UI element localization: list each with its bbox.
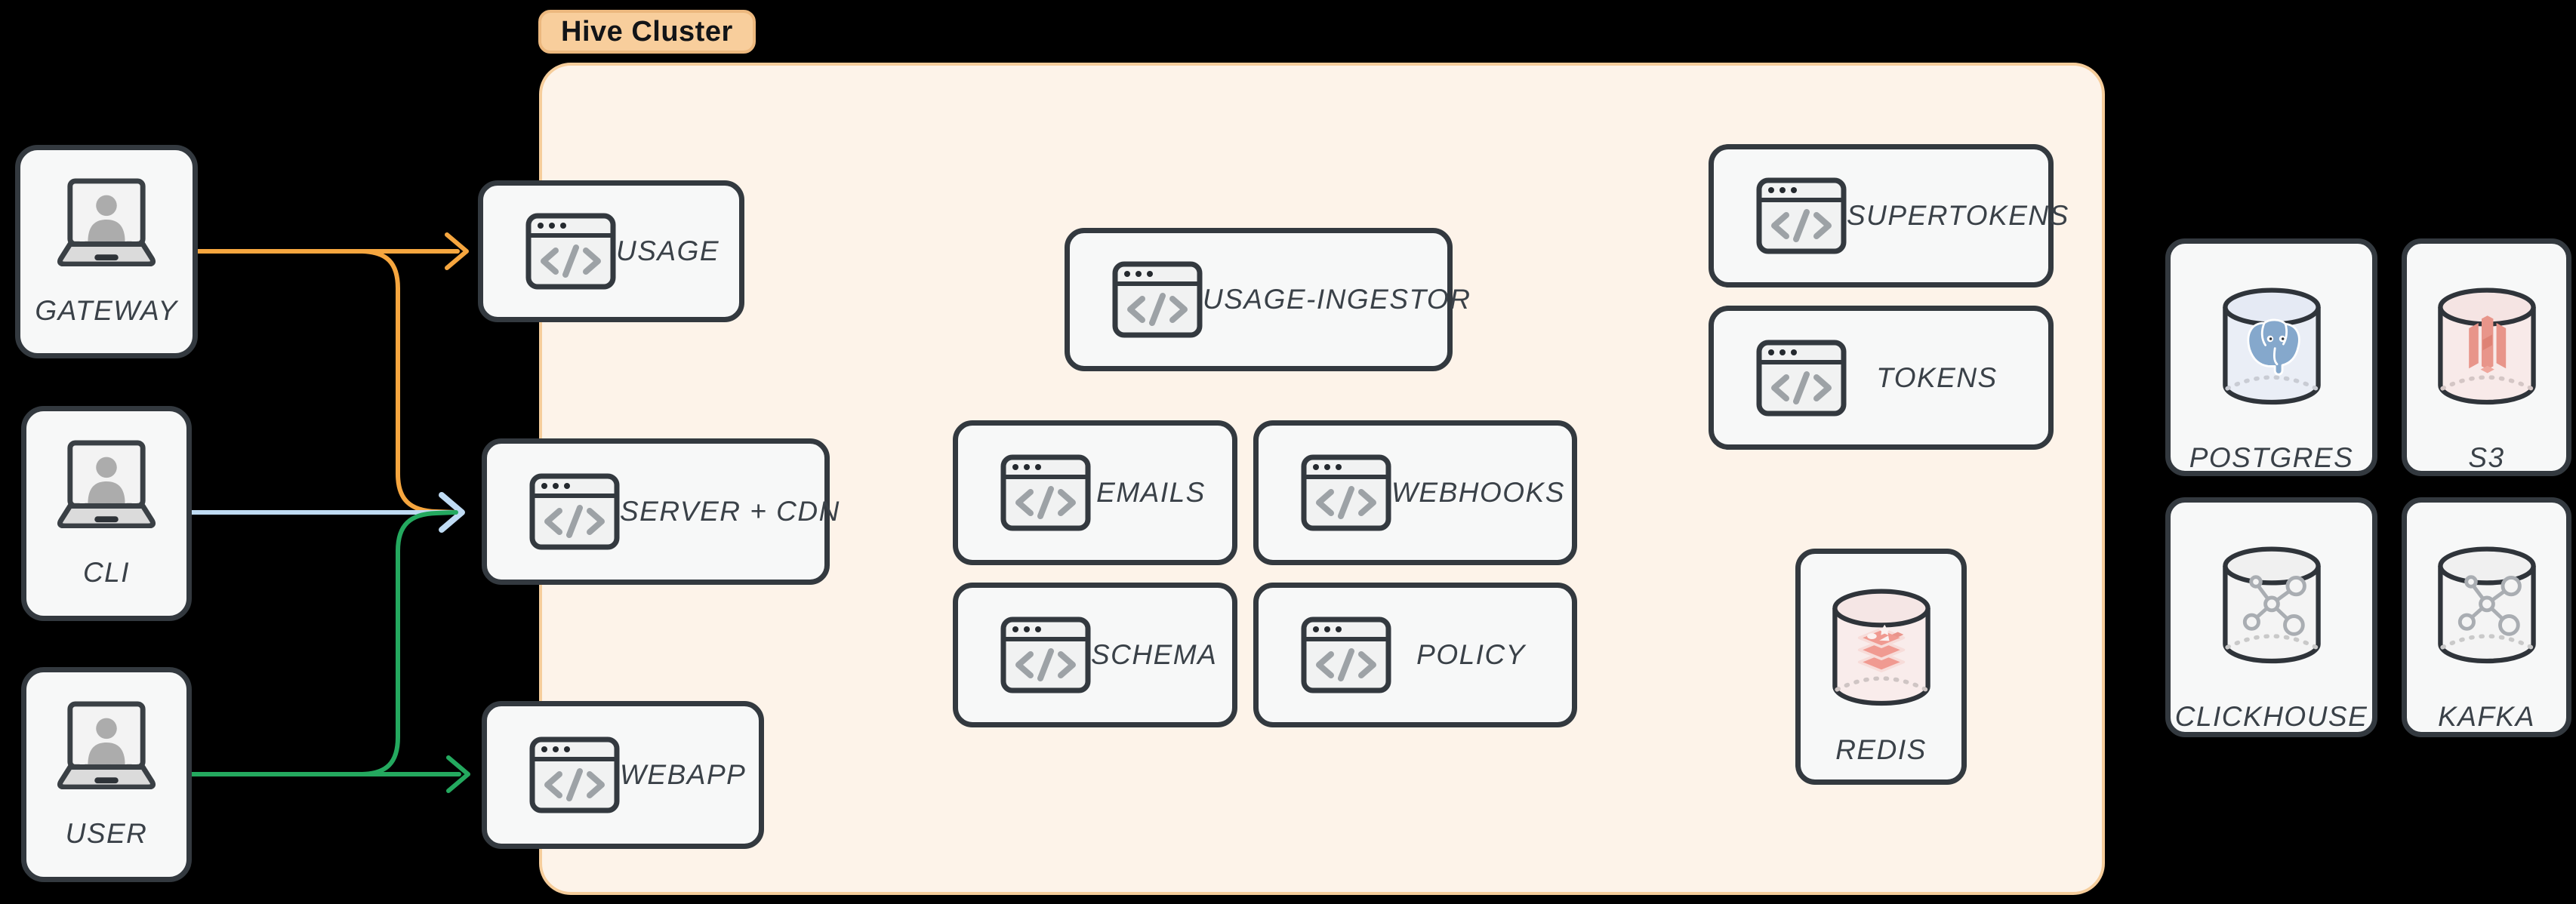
- code-window-icon: [529, 473, 620, 550]
- postgres-cylinder-icon: [2219, 286, 2325, 407]
- node-kafka: KAFKA: [2402, 497, 2571, 737]
- edge-user-webapp-arrowhead-icon: [446, 755, 470, 793]
- node-redis-label: REDIS: [1835, 734, 1927, 765]
- node-webhooks-label: WEBHOOKS: [1391, 477, 1565, 508]
- node-supertokens: SUPERTOKENS: [1709, 144, 2068, 287]
- node-policy: POLICY: [1253, 583, 1577, 727]
- node-policy-label: POLICY: [1416, 639, 1526, 670]
- code-window-icon: [529, 736, 620, 813]
- code-window-icon: [1112, 261, 1203, 338]
- node-redis: REDIS: [1795, 549, 1967, 785]
- laptop-user-icon: [47, 177, 166, 266]
- cluster-badge-label: Hive Cluster: [561, 15, 733, 48]
- node-clickhouse: CLICKHOUSE: [2165, 497, 2377, 737]
- node-usage-label: USAGE: [616, 235, 720, 266]
- node-postgres-label: POSTGRES: [2189, 442, 2354, 473]
- code-window-icon: [1000, 617, 1091, 693]
- node-usage: USAGE: [478, 180, 744, 322]
- node-usage-ingestor: USAGE-INGESTOR: [1065, 228, 1470, 371]
- edge-cli-servercdn-arrowhead-icon: [439, 492, 465, 533]
- s3-cylinder-icon: [2434, 286, 2540, 407]
- code-window-icon: [1301, 617, 1391, 693]
- node-cli-label: CLI: [82, 556, 131, 588]
- code-window-icon: [1756, 340, 1847, 417]
- node-tokens-label: TOKENS: [1876, 361, 1998, 393]
- node-usage-ingestor-label: USAGE-INGESTOR: [1203, 284, 1471, 315]
- node-postgres: POSTGRES: [2165, 238, 2377, 476]
- node-emails: EMAILS: [953, 420, 1237, 565]
- node-s3: S3: [2402, 238, 2571, 476]
- code-window-icon: [1301, 454, 1391, 531]
- node-webhooks: WEBHOOKS: [1253, 420, 1577, 565]
- laptop-user-icon: [47, 700, 166, 789]
- node-server-cdn: SERVER + CDN: [482, 438, 839, 585]
- node-gateway-label: GATEWAY: [35, 294, 178, 326]
- node-kafka-label: KAFKA: [2438, 701, 2535, 732]
- node-webapp: WEBAPP: [482, 701, 764, 849]
- edge-gateway-servercdn: [360, 249, 458, 515]
- edge-user-servercdn: [360, 510, 458, 776]
- clickhouse-cylinder-icon: [2219, 545, 2325, 666]
- node-schema: SCHEMA: [953, 583, 1237, 727]
- node-tokens: TOKENS: [1709, 306, 2054, 450]
- node-clickhouse-label: CLICKHOUSE: [2174, 701, 2368, 732]
- node-user-label: USER: [65, 817, 148, 849]
- node-schema-label: SCHEMA: [1091, 639, 1218, 670]
- node-emails-label: EMAILS: [1096, 477, 1206, 508]
- edge-gateway-usage-arrowhead-icon: [445, 232, 469, 270]
- laptop-user-icon: [47, 439, 166, 528]
- kafka-cylinder-icon: [2434, 545, 2540, 666]
- code-window-icon: [1000, 454, 1091, 531]
- code-window-icon: [1756, 177, 1847, 254]
- node-supertokens-label: SUPERTOKENS: [1847, 200, 2069, 231]
- node-s3-label: S3: [2468, 442, 2505, 473]
- node-webapp-label: WEBAPP: [620, 759, 747, 790]
- node-server-cdn-label: SERVER + CDN: [620, 496, 840, 527]
- node-user: USER: [21, 667, 192, 882]
- code-window-icon: [525, 213, 616, 290]
- node-cli: CLI: [21, 406, 192, 621]
- redis-cylinder-icon: [1829, 587, 1934, 709]
- node-gateway: GATEWAY: [15, 145, 198, 358]
- cluster-badge: Hive Cluster: [538, 10, 756, 54]
